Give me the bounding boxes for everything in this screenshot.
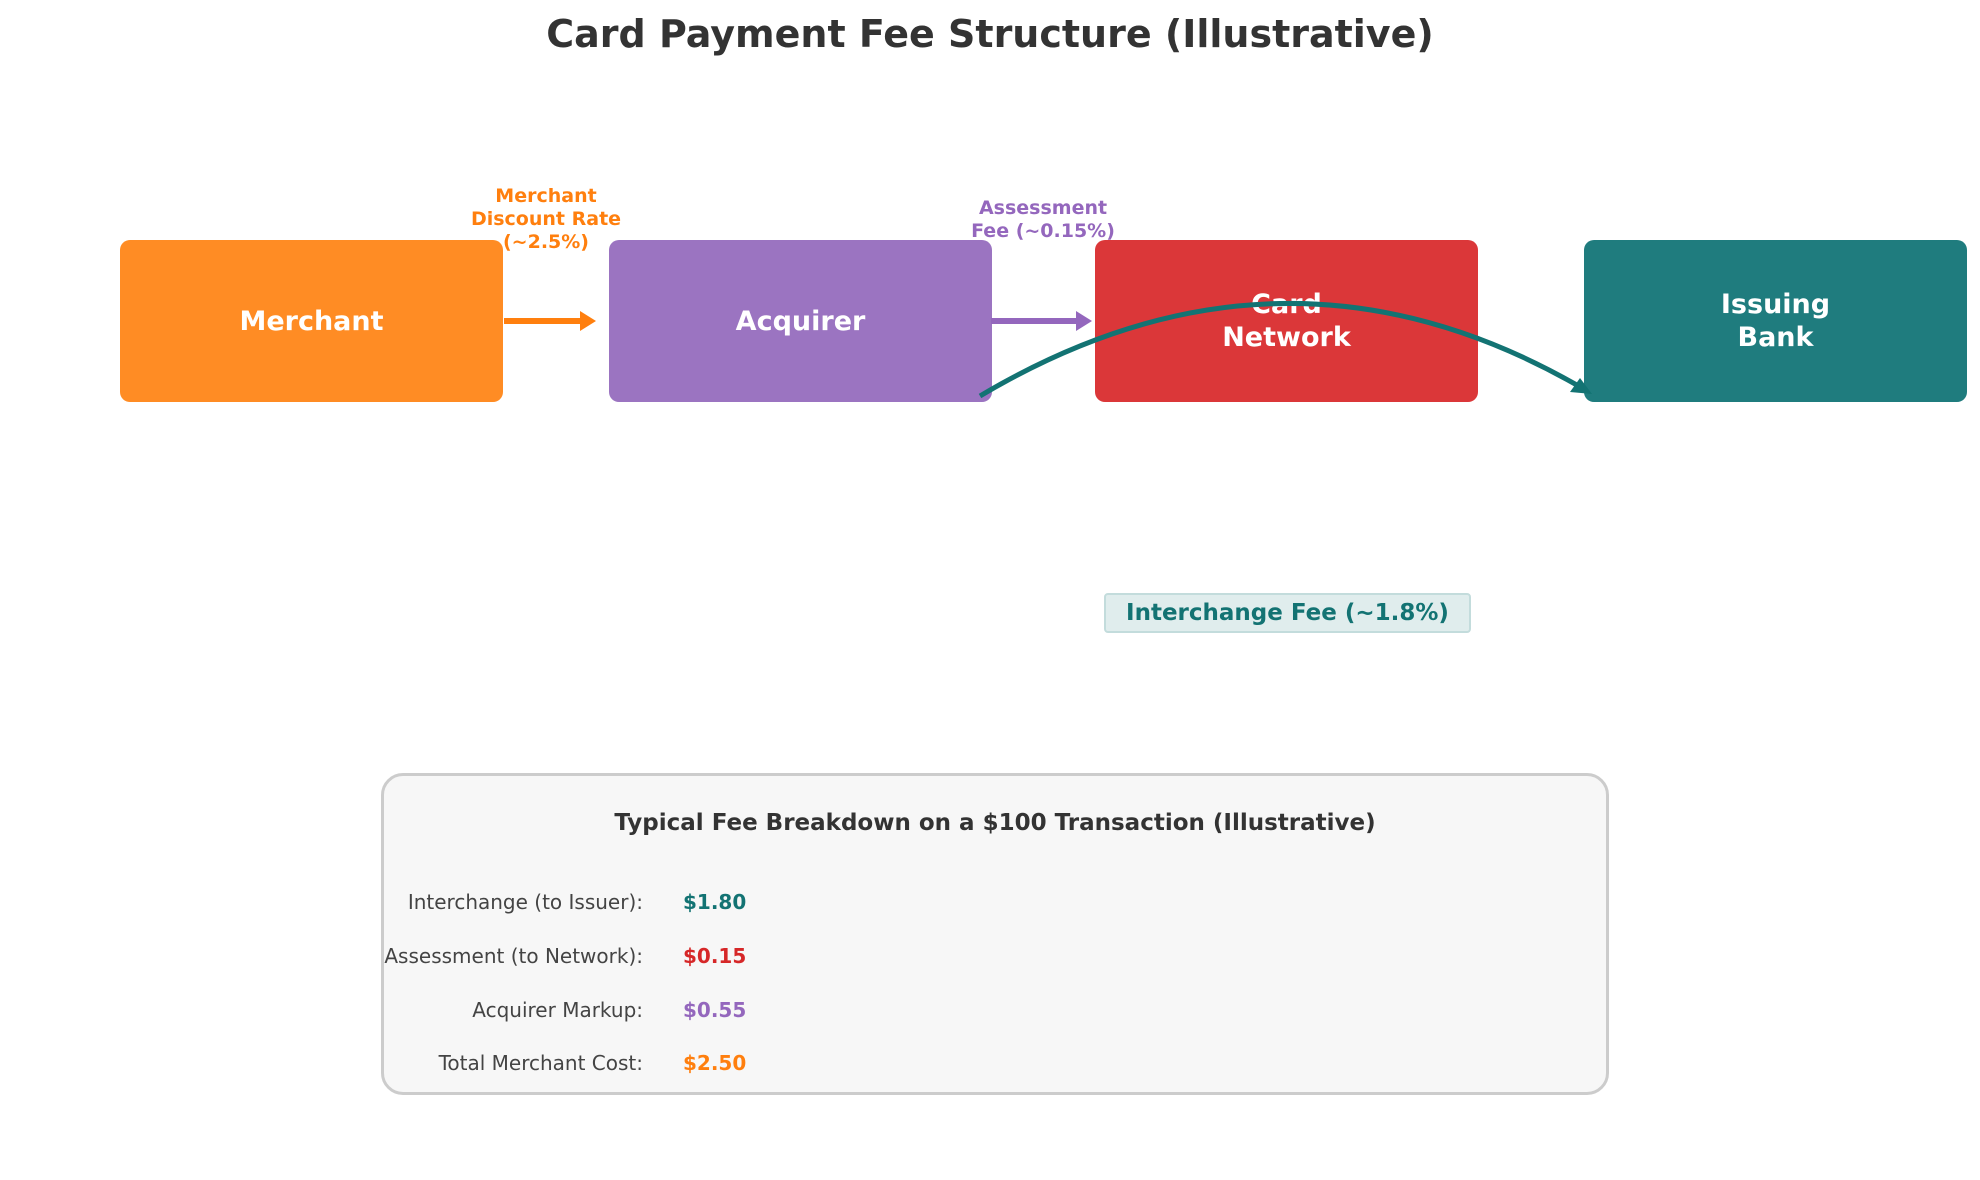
row-label-assessment: Assessment (to Network):: [384, 944, 643, 968]
row-value-total-merchant-cost: $2.50: [683, 1051, 747, 1075]
node-acquirer: Acquirer: [609, 240, 992, 402]
row-label-interchange: Interchange (to Issuer):: [407, 890, 643, 914]
arrow-interchange-curve: [978, 301, 1592, 399]
diagram-title: Card Payment Fee Structure (Illustrative…: [546, 12, 1434, 56]
row-label-acquirer-markup: Acquirer Markup:: [472, 998, 643, 1022]
flow-label-interchange-fee: Interchange Fee (~1.8%): [1104, 593, 1471, 633]
arrow-merchant-to-acquirer: [504, 311, 596, 331]
row-value-interchange: $1.80: [683, 890, 747, 914]
row-value-acquirer-markup: $0.55: [683, 998, 747, 1022]
row-value-assessment: $0.15: [683, 944, 747, 968]
flow-label-merchant-discount-rate: Merchant Discount Rate (~2.5%): [470, 185, 622, 253]
node-merchant: Merchant: [120, 240, 503, 402]
fee-breakdown-title: Typical Fee Breakdown on a $100 Transact…: [614, 810, 1376, 836]
arrow-acquirer-to-network: [991, 311, 1092, 331]
fee-breakdown-panel: [381, 773, 1609, 1095]
row-label-total-merchant-cost: Total Merchant Cost:: [438, 1051, 643, 1075]
flow-label-assessment-fee: Assessment Fee (~0.15%): [971, 197, 1115, 242]
node-issuing-bank: Issuing Bank: [1584, 240, 1967, 402]
